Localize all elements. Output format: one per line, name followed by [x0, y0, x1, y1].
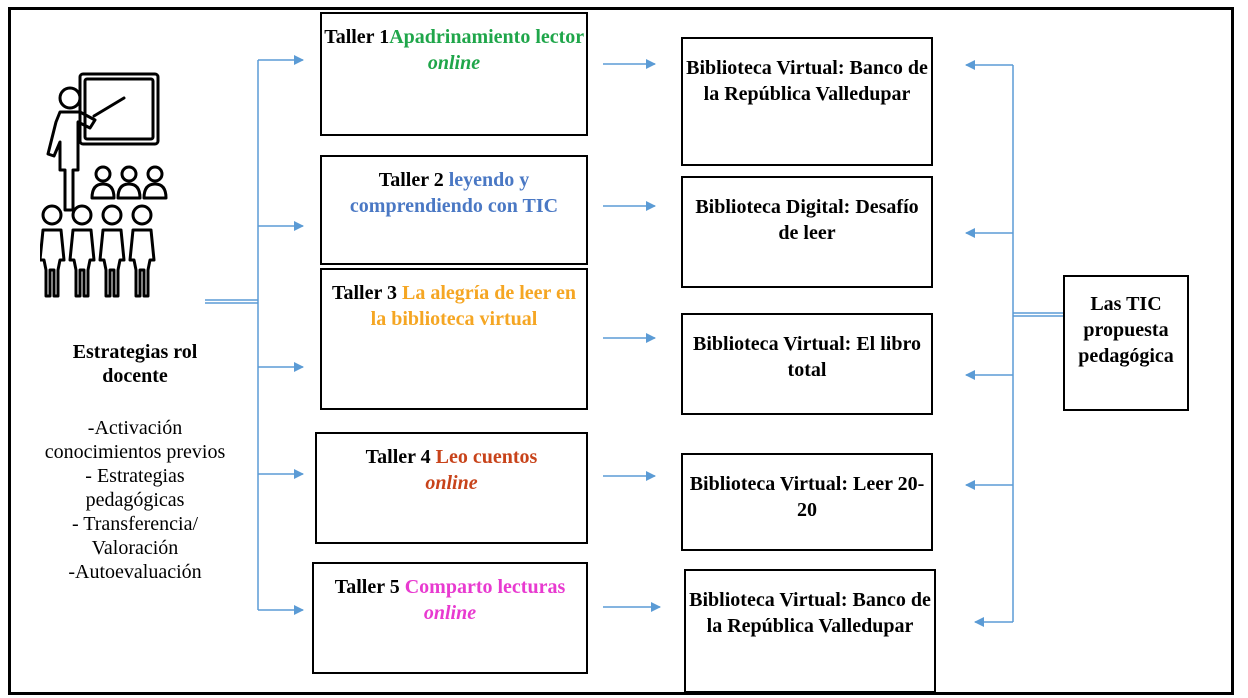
taller-4-prefix: Taller 4 — [365, 446, 431, 468]
taller-3-box: Taller 3 La alegría de leer en la biblio… — [320, 268, 588, 410]
taller-1-box: Taller 1Apadrinamiento lector online — [320, 12, 588, 136]
taller-2-prefix: Taller 2 — [378, 169, 444, 191]
tic-proposal-label: Las TIC propuesta pedagógica — [1078, 293, 1174, 367]
taller-4-box: Taller 4 Leo cuentos online — [315, 432, 588, 544]
teacher-classroom-icon — [40, 72, 168, 298]
taller-1-online: online — [427, 52, 481, 74]
strategy-item: -Autoevaluación — [68, 561, 202, 583]
library-5-box: Biblioteca Virtual: Banco de la Repúblic… — [684, 569, 936, 693]
library-4-box: Biblioteca Virtual: Leer 20-20 — [681, 453, 933, 551]
taller-3-prefix: Taller 3 — [331, 282, 397, 304]
library-2-label: Biblioteca Digital: Desafío de leer — [695, 196, 919, 244]
strategy-item: - Estrategias pedagógicas — [85, 465, 185, 511]
taller-1-prefix: Taller 1 — [324, 26, 390, 48]
library-1-label: Biblioteca Virtual: Banco de la Repúblic… — [686, 57, 928, 105]
taller-2-title: leyendo y comprendiendo con TIC — [349, 169, 559, 217]
taller-5-box: Taller 5 Comparto lecturas online — [312, 562, 588, 674]
strategy-panel: Estrategias rol docente -Activación cono… — [40, 340, 230, 584]
library-3-box: Biblioteca Virtual: El libro total — [681, 313, 933, 415]
strategy-title: Estrategias rol docente — [72, 341, 198, 387]
taller-2-box: Taller 2 leyendo y comprendiendo con TIC — [320, 155, 588, 265]
strategy-items: -Activación conocimientos previos - Estr… — [40, 416, 230, 584]
tic-proposal-box: Las TIC propuesta pedagógica — [1063, 275, 1189, 411]
library-1-box: Biblioteca Virtual: Banco de la Repúblic… — [681, 37, 933, 166]
library-3-label: Biblioteca Virtual: El libro total — [693, 333, 921, 381]
taller-4-title: Leo cuentos — [430, 446, 538, 468]
taller-4-online: online — [425, 472, 478, 494]
diagram-frame — [8, 7, 1234, 695]
taller-3-title: La alegría de leer en la biblioteca virt… — [370, 282, 577, 330]
taller-1-title: Apadrinamiento lector — [389, 26, 584, 48]
library-4-label: Biblioteca Virtual: Leer 20-20 — [689, 473, 925, 521]
strategy-item: - Transferencia/ Valoración — [71, 513, 199, 559]
taller-5-title: Comparto lecturas — [399, 576, 566, 598]
taller-5-prefix: Taller 5 — [334, 576, 400, 598]
library-5-label: Biblioteca Virtual: Banco de la Repúblic… — [689, 589, 931, 637]
taller-5-online: online — [423, 602, 477, 624]
strategy-item: -Activación conocimientos previos — [44, 417, 226, 463]
library-2-box: Biblioteca Digital: Desafío de leer — [681, 176, 933, 288]
